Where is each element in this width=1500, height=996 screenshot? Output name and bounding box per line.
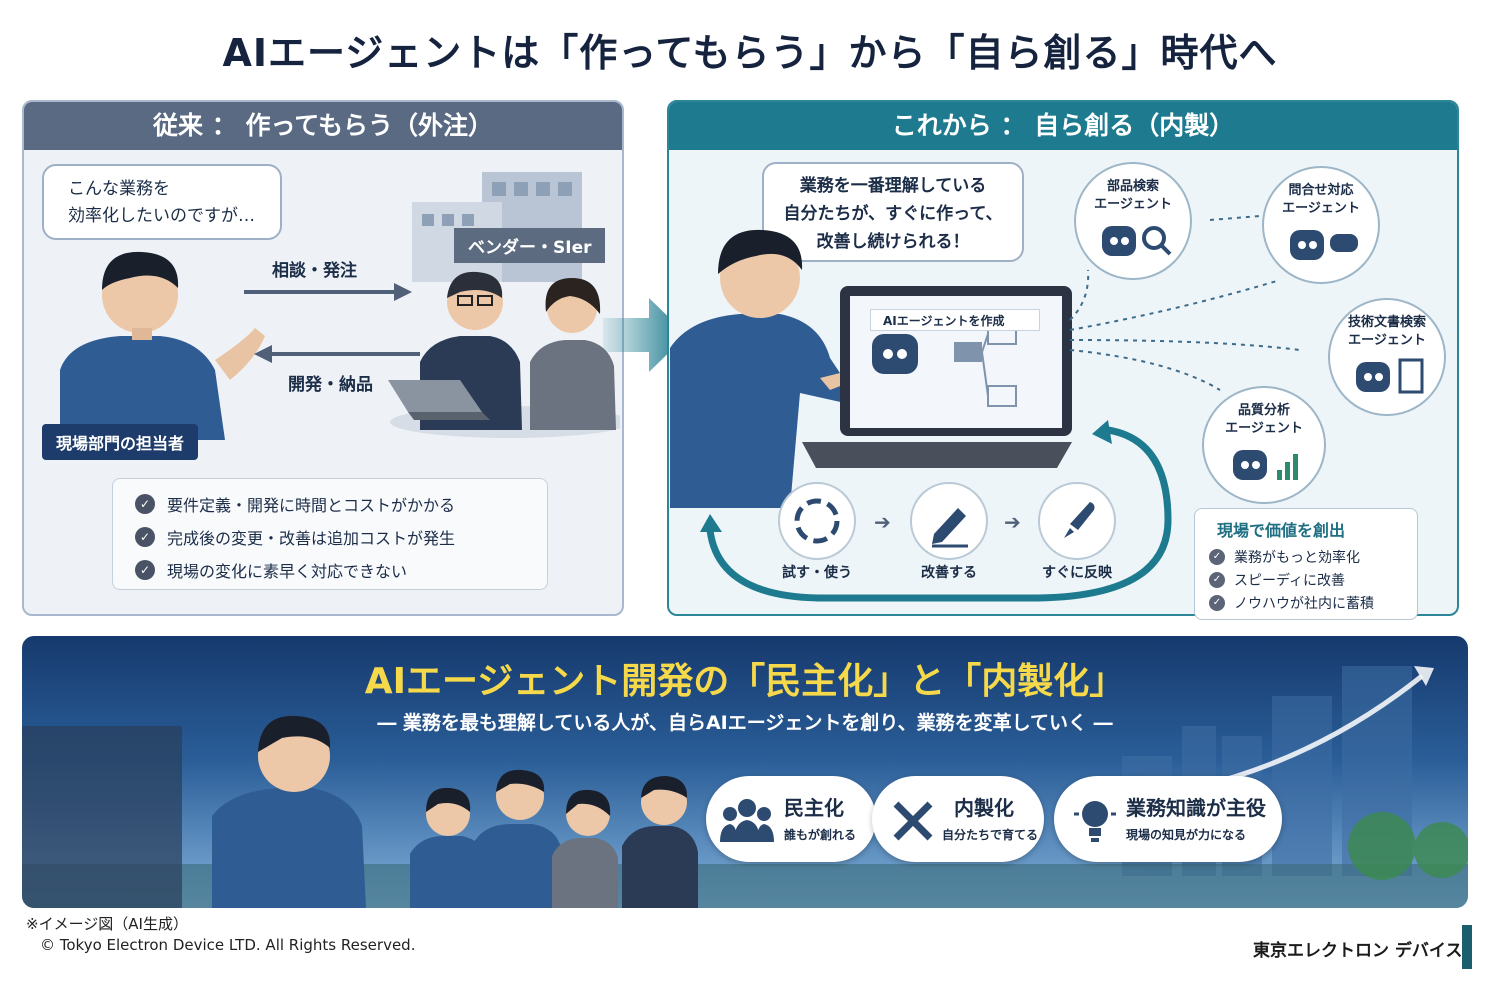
consult-arrow <box>244 283 412 301</box>
laptop-window-title: AIエージェントを作成 <box>870 309 1040 331</box>
agent-name: 問合せ対応 <box>1288 183 1354 198</box>
value-text: スピーディに改善 <box>1234 572 1346 589</box>
image-note: ※イメージ図（AI生成） <box>26 915 188 933</box>
value-creation-box: 現場で価値を創出 ✓ 業務がもっと効率化 ✓ スピーディに改善 ✓ ノウハウが社内に蓄… <box>1194 508 1418 620</box>
pill-subtitle: 現場の知見が力になる <box>1126 828 1247 842</box>
workers-group-illustration <box>212 715 698 908</box>
consult-order-label: 相談・発注 <box>272 261 357 281</box>
cycle-next-arrow-icon: ➔ <box>1004 510 1021 534</box>
pill-subtitle: 誰もが創れる <box>784 828 857 842</box>
rocket-icon <box>1064 502 1095 538</box>
issue-text: 現場の変化に素早く対応できない <box>167 561 408 581</box>
inhouse-person-illustration <box>670 229 866 508</box>
cycle-label-improve: 改善する <box>921 565 977 581</box>
inhouse-header: これから ： 自ら創る（内製） <box>669 102 1457 150</box>
issue-item: ✓ 完成後の変更・改善は追加コストが発生 <box>135 520 547 553</box>
page-title: AIエージェントは「作ってもらう」から「自ら創る」時代へ <box>222 31 1278 75</box>
bubble-line: こんな業務を <box>68 179 170 199</box>
staff-role-tag: 現場部門の担当者 <box>42 424 199 460</box>
cycle-step-reflect <box>1038 482 1116 560</box>
agent-name: エージェント <box>1348 333 1426 348</box>
traditional-header: 従来 ： 作ってもらう（外注） <box>24 102 622 150</box>
pill-title: 業務知識が主役 <box>1126 796 1266 820</box>
robot-chat-icon <box>1290 230 1358 260</box>
bubble-line: 効率化したいのですが… <box>68 206 255 226</box>
pill-business-knowledge: 業務知識が主役 現場の知見が力になる <box>1054 776 1282 862</box>
vendor-team-illustration <box>388 271 620 438</box>
agent-name: エージェント <box>1282 201 1360 216</box>
pencil-icon <box>932 508 968 548</box>
people-icon <box>720 799 774 842</box>
agent-name: 技術文書検索 <box>1347 315 1426 330</box>
cycle-next-arrow-icon: ➔ <box>874 510 891 534</box>
banner-title: AIエージェント開発の「民主化」と「内製化」 <box>364 661 1126 702</box>
parts-search-agent: 部品検索 エージェント <box>1074 162 1192 280</box>
cycle-step-try <box>778 482 856 560</box>
value-item: ✓ ノウハウが社内に蓄積 <box>1209 591 1417 614</box>
tools-icon <box>893 801 933 841</box>
deliver-arrow <box>254 345 420 363</box>
value-text: ノウハウが社内に蓄積 <box>1234 595 1374 612</box>
inquiry-agent: 問合せ対応 エージェント <box>1262 166 1380 284</box>
check-icon: ✓ <box>135 559 155 580</box>
vendor-tag: ベンダー・SIer <box>454 228 606 263</box>
cycle-label-try: 試す・使う <box>782 565 852 581</box>
issue-item: ✓ 現場の変化に素早く対応できない <box>135 553 547 586</box>
lightbulb-icon <box>1074 801 1116 842</box>
quality-analysis-agent: 品質分析 エージェント <box>1202 386 1326 504</box>
traditional-issues-list: ✓要件定義・開発に時間とコストがかかる ✓完成後の変更・改善は追加コストが発生 … <box>112 478 548 590</box>
check-icon: ✓ <box>1209 548 1225 565</box>
check-icon: ✓ <box>1209 594 1225 611</box>
inhouse-speech-bubble: 業務を一番理解している 自分たちが、すぐに作って、 改善し続けられる！ <box>762 162 1024 262</box>
staff-person-illustration <box>60 251 265 440</box>
pill-title: 内製化 <box>954 796 1014 820</box>
company-logo-bar <box>1462 925 1472 969</box>
tech-doc-search-agent: 技術文書検索 エージェント <box>1328 298 1446 416</box>
value-title: 現場で価値を創出 <box>1217 521 1346 540</box>
value-item: ✓ スピーディに改善 <box>1209 568 1417 591</box>
value-text: 業務がもっと効率化 <box>1234 549 1360 566</box>
agent-name: 品質分析 <box>1237 403 1290 418</box>
cycle-label-reflect: すぐに反映 <box>1042 565 1112 581</box>
transition-arrow-icon <box>603 298 687 372</box>
issue-item: ✓ 要件定義・開発に時間とコストがかかる <box>135 487 547 520</box>
pill-title: 民主化 <box>784 796 844 820</box>
company-logo-text: 東京エレクトロン デバイス <box>1253 941 1463 961</box>
develop-deliver-label: 開発・納品 <box>288 375 373 395</box>
robot-document-icon <box>1356 358 1424 394</box>
bubble-line: 自分たちが、すぐに作って、 <box>783 204 1003 224</box>
pill-subtitle: 自分たちで育てる <box>942 828 1039 842</box>
agent-connection-lines <box>1069 215 1301 391</box>
banner-subtitle: ― 業務を最も理解している人が、自らAIエージェントを創り、業務を変革していく … <box>377 712 1113 734</box>
robot-search-icon <box>1102 226 1172 256</box>
democratization-banner: AIエージェント開発の「民主化」と「内製化」 ― 業務を最も理解している人が、自… <box>22 636 1468 908</box>
improvement-loop-arrow <box>700 420 1172 602</box>
value-item: ✓ 業務がもっと効率化 <box>1209 545 1417 568</box>
check-icon: ✓ <box>135 493 155 514</box>
check-icon: ✓ <box>135 526 155 547</box>
check-icon: ✓ <box>1209 571 1225 588</box>
agent-name: エージェント <box>1225 421 1303 436</box>
bubble-line: 改善し続けられる！ <box>816 232 970 252</box>
request-speech-bubble: こんな業務を 効率化したいのですが… <box>42 164 282 240</box>
pill-democratization: 民主化 誰もが創れる <box>706 776 876 862</box>
refresh-cycle-icon <box>794 498 840 544</box>
issue-text: 完成後の変更・改善は追加コストが発生 <box>167 528 456 548</box>
bubble-line: 業務を一番理解している <box>799 176 987 196</box>
cycle-step-improve <box>910 482 988 560</box>
issue-text: 要件定義・開発に時間とコストがかかる <box>167 495 456 515</box>
agent-name: 部品検索 <box>1106 179 1159 194</box>
robot-chart-icon <box>1233 450 1298 480</box>
copyright: © Tokyo Electron Device LTD. All Rights … <box>40 936 416 954</box>
pill-inhouse: 内製化 自分たちで育てる <box>872 776 1044 862</box>
agent-name: エージェント <box>1094 197 1172 212</box>
